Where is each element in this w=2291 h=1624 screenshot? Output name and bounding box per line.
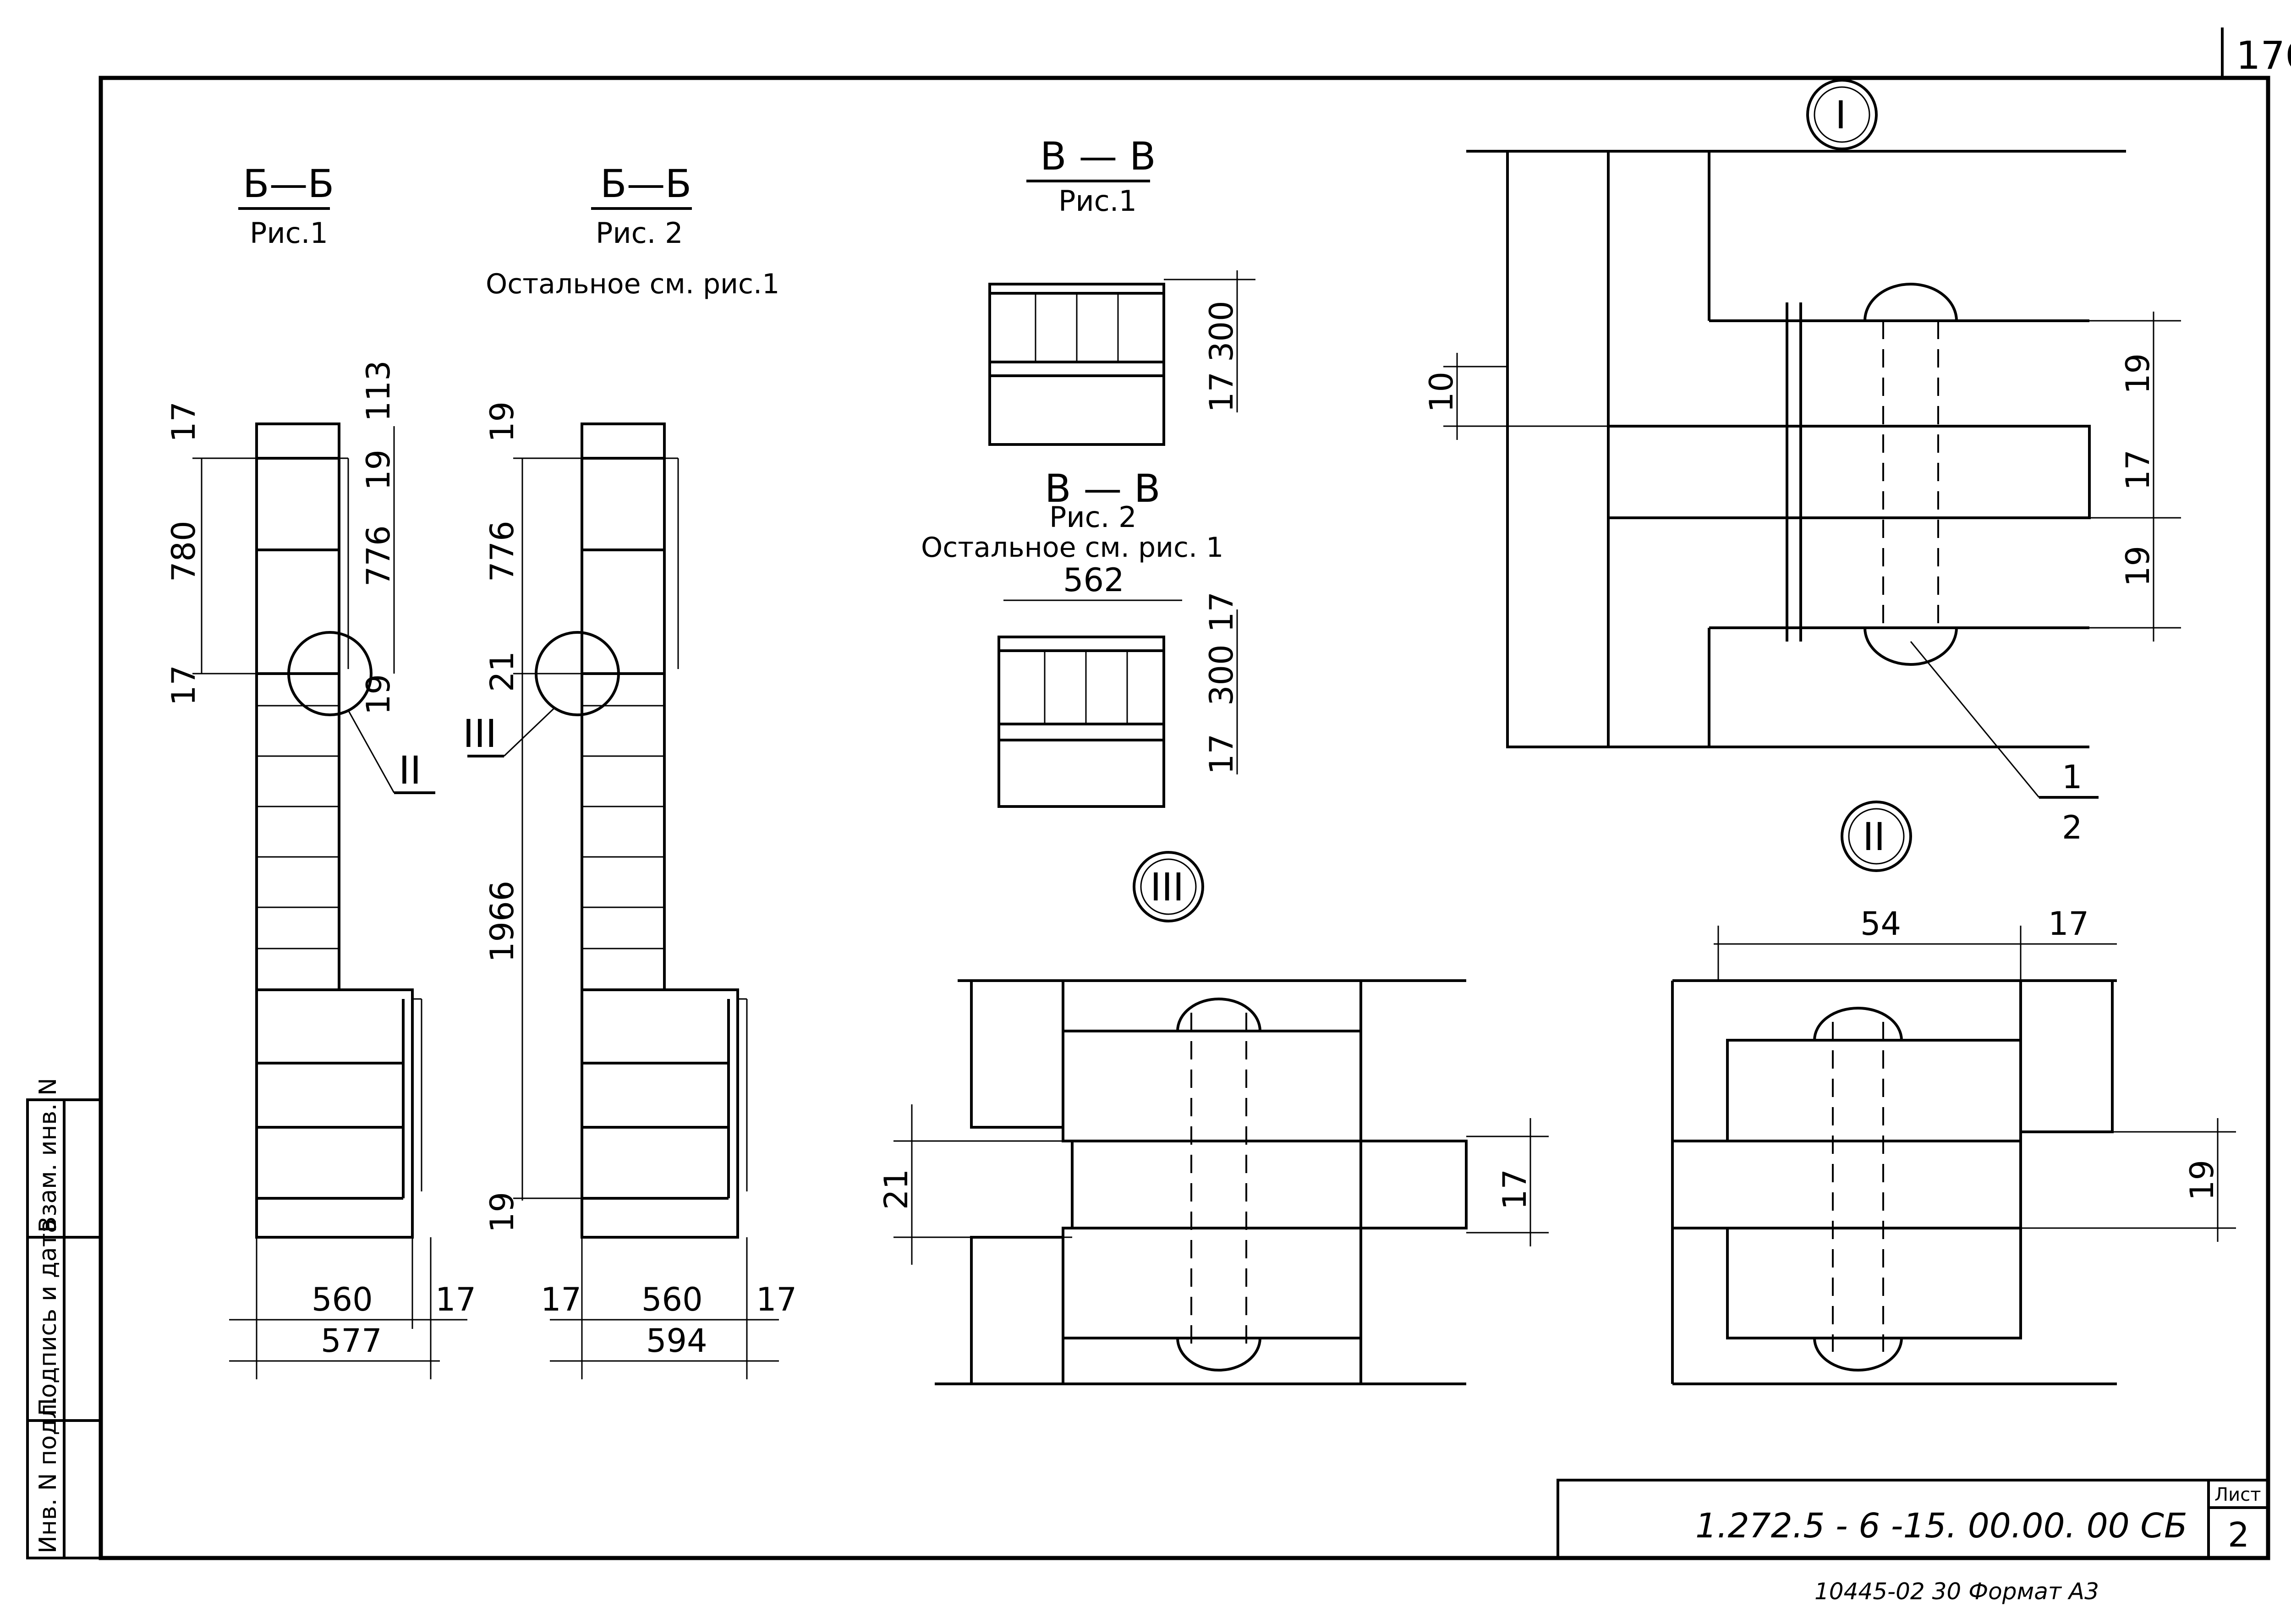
dim-bb2-17-right: 17 [756, 1281, 797, 1318]
page-number: 176 [2236, 33, 2291, 78]
leader-I-pos2: 2 [2062, 809, 2083, 846]
dim-III-21: 21 [877, 1169, 915, 1210]
dim-bb2-19-top: 19 [483, 401, 521, 442]
dim-vv2-17-top: 17 [1203, 592, 1240, 632]
dim-bb1-780: 780 [165, 521, 203, 582]
section-bb2-subtitle: Рис. 2 [596, 216, 683, 250]
callout-III-label: III [463, 711, 497, 756]
dim-bb1-17-side: 17 [435, 1281, 476, 1318]
stamp-signature-date: Подпись и дата [34, 1218, 62, 1416]
dim-vv2-562: 562 [1063, 561, 1124, 599]
dim-bb2-21: 21 [483, 651, 521, 692]
dim-vv2-300: 300 [1203, 644, 1240, 706]
dim-bb1-560: 560 [312, 1281, 373, 1318]
title-block-designation: 1.272.5 - 6 -15. 00.00. 00 СБ [1695, 1506, 2187, 1546]
section-vv2-note: Остальное см. рис. 1 [921, 532, 1223, 564]
dim-bb2-19-bot: 19 [483, 1192, 521, 1233]
dim-bb2-776: 776 [483, 521, 521, 582]
leader-I-pos1: 1 [2062, 758, 2083, 796]
dim-I-19-top: 19 [2119, 353, 2157, 394]
detail-III: III 21 17 [877, 851, 1549, 1385]
section-vv2-subtitle: Рис. 2 [1049, 500, 1137, 534]
dim-vv1-17: 17 [1203, 372, 1240, 412]
dim-bb2-594: 594 [646, 1322, 707, 1360]
dim-I-10: 10 [1423, 372, 1460, 412]
section-bb1-subtitle: Рис.1 [250, 216, 328, 250]
section-bb2-note: Остальное см. рис.1 [486, 268, 779, 300]
detail-III-label: III [1150, 865, 1184, 910]
title-block: 1.272.5 - 6 -15. 00.00. 00 СБ Лист 2 104… [1557, 1479, 2269, 1605]
dim-I-17: 17 [2119, 450, 2157, 490]
dim-bb2-560: 560 [641, 1281, 703, 1318]
section-vv-fig2: В — В Рис. 2 Остальное см. рис. 1 562 17… [921, 466, 1240, 808]
dim-I-19-bot: 19 [2119, 546, 2157, 587]
dim-bb2-1966: 1966 [483, 881, 521, 962]
dim-vv1-300: 300 [1203, 301, 1240, 362]
dim-III-17: 17 [1496, 1169, 1534, 1210]
stamp-vzam-inv: Взам. инв. N [34, 1078, 62, 1233]
section-bb-fig2: Б—Б Рис. 2 Остальное см. рис.1 III 19 77… [463, 161, 797, 1379]
section-bb1-title: Б—Б [243, 161, 334, 206]
side-stamp: Инв. N подл. Подпись и дата Взам. инв. N [26, 1078, 102, 1559]
section-bb-fig1: Б—Б Рис.1 II 17 780 17 113 19 7 [165, 161, 476, 1379]
dim-bb1-577: 577 [321, 1322, 382, 1360]
dim-bb1-19-a: 19 [360, 450, 397, 490]
detail-II-label: II [1863, 814, 1885, 859]
drawing-frame [99, 76, 2270, 1560]
section-bb2-title: Б—Б [600, 161, 691, 206]
section-vv1-subtitle: Рис.1 [1058, 184, 1137, 218]
dim-II-19: 19 [2183, 1160, 2221, 1201]
detail-I-label: I [1835, 93, 1847, 137]
dim-vv2-17-bot: 17 [1203, 734, 1240, 774]
section-vv2-title: В — В [1045, 466, 1161, 511]
footer-text: 10445-02 30 Формат А3 [1814, 1578, 2099, 1605]
detail-I: I 1 2 10 19 17 19 [1423, 79, 2181, 846]
title-block-sheet-number: 2 [2228, 1515, 2249, 1555]
detail-II-callout-circle [287, 631, 373, 716]
section-vv-fig1: В — В Рис.1 300 17 [988, 134, 1255, 446]
stamp-inv-podl: Инв. N подл. [34, 1396, 62, 1553]
dim-bb1-776: 776 [360, 525, 397, 587]
dim-bb1-17-top: 17 [165, 401, 203, 442]
dim-bb2-17-left: 17 [541, 1281, 581, 1318]
callout-II-label: II [399, 748, 422, 793]
dim-II-54: 54 [1860, 905, 1901, 943]
dim-II-17: 17 [2048, 905, 2089, 943]
dim-bb1-17-mid: 17 [165, 665, 203, 706]
dim-bb1-19-b: 19 [360, 674, 397, 715]
dim-bb1-113: 113 [360, 360, 397, 422]
section-vv1-title: В — В [1040, 134, 1156, 179]
detail-II: II 54 17 19 [1671, 801, 2236, 1385]
title-block-sheet-label: Лист [2214, 1484, 2261, 1505]
